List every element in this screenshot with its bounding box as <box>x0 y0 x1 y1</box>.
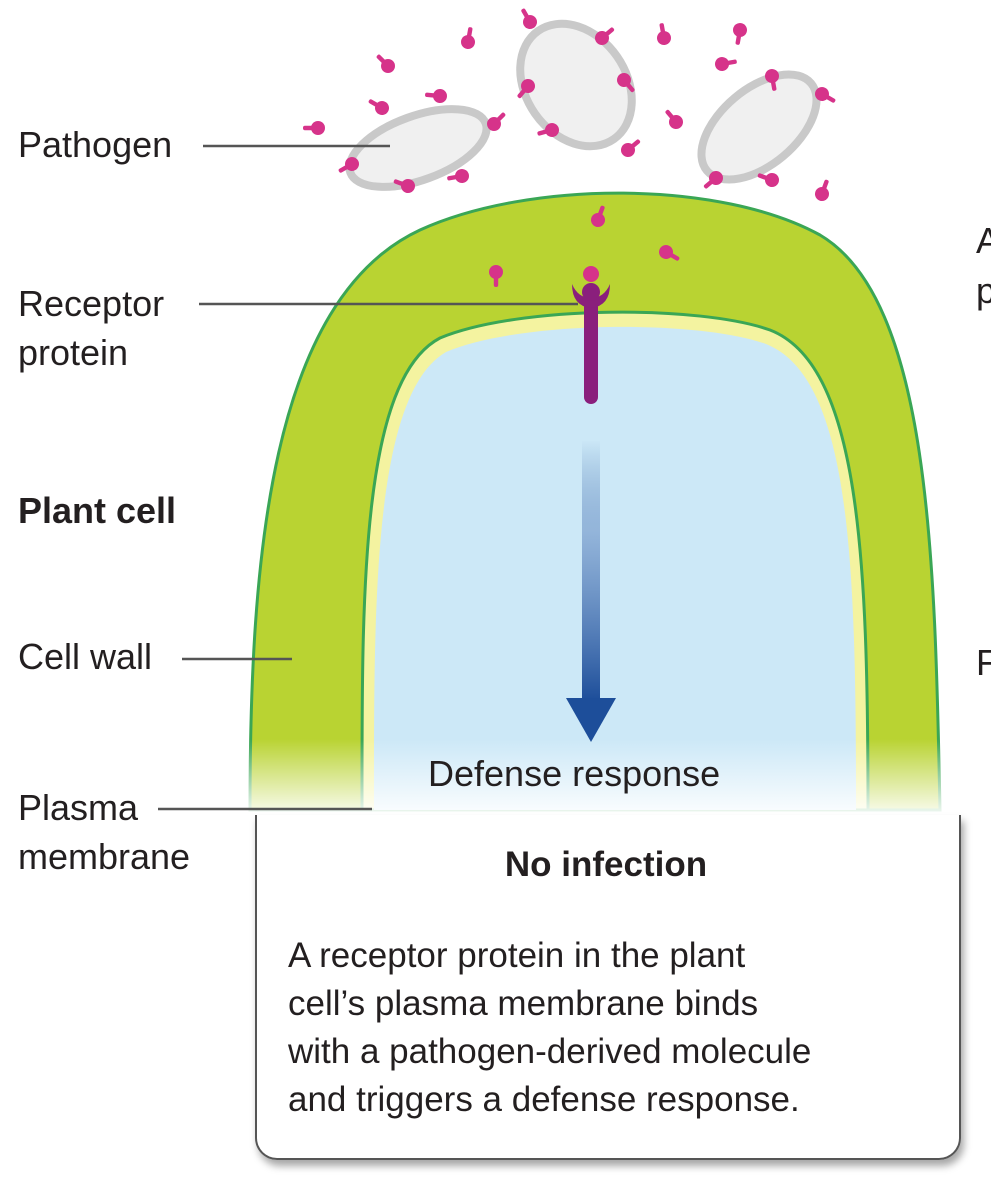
pathogen-molecule <box>376 54 395 73</box>
pathogen-molecule <box>703 171 723 189</box>
pathogen-molecule <box>537 123 559 137</box>
pathogen-molecule <box>489 265 503 287</box>
plant-cell-label: Plant cell <box>18 490 177 531</box>
pathogen-molecules <box>303 8 836 287</box>
pathogen-molecule <box>757 173 779 187</box>
clipped-text-3: F <box>976 642 991 683</box>
clipped-text-2: p <box>976 270 991 311</box>
pathogen-molecule <box>657 23 671 45</box>
pathogen-label: Pathogen <box>18 124 173 165</box>
caption-text: A receptor protein in the plant cell’s p… <box>288 932 948 1124</box>
pathogen-cell-2 <box>516 19 636 151</box>
pathogen-molecule <box>815 179 829 201</box>
caption-line-3: with a pathogen-derived molecule <box>288 1032 812 1071</box>
receptor-protein <box>572 266 610 404</box>
pathogen-molecule <box>521 8 537 29</box>
defense-response-label: Defense response <box>428 753 721 794</box>
pathogen-molecule <box>425 89 447 103</box>
pathogen-molecule <box>461 27 475 49</box>
pathogen-molecule <box>621 139 641 157</box>
pathogen-molecule <box>765 69 779 91</box>
pathogen-molecule <box>368 99 389 115</box>
cell-wall-label: Cell wall <box>18 636 153 677</box>
pathogen-molecule <box>595 27 615 45</box>
pathogen-molecule <box>591 205 605 227</box>
caption-line-1: A receptor protein in the plant <box>288 936 746 975</box>
receptor-label-line1: Receptor <box>18 283 165 324</box>
caption-line-2: cell’s plasma membrane binds <box>288 984 759 1023</box>
caption-line-4: and triggers a defense response. <box>288 1080 800 1119</box>
pathogen-molecule <box>665 109 683 129</box>
pathogen-molecule <box>815 87 836 103</box>
pathogen-molecule <box>487 112 506 131</box>
pathogen-cell-1 <box>345 105 491 191</box>
pathogen-molecule <box>659 245 680 261</box>
leader-lines <box>158 144 578 811</box>
caption-box <box>255 815 961 1160</box>
pathogen-molecule <box>303 121 325 135</box>
caption-title: No infection <box>504 845 708 884</box>
plasma-membrane-label-line1: Plasma <box>18 787 139 828</box>
pathogen-molecule <box>517 79 535 99</box>
pathogen-molecule <box>393 179 415 193</box>
pathogen-cell-3 <box>697 70 821 184</box>
pathogen-molecule <box>447 169 469 183</box>
pathogen-molecule <box>715 57 737 71</box>
pathogen-molecule <box>733 23 747 45</box>
defense-arrow <box>566 440 616 742</box>
receptor-label-line2: protein <box>18 332 129 373</box>
plasma-membrane-label-line2: membrane <box>18 836 191 877</box>
pathogen-molecule <box>617 73 635 93</box>
pathogen-group <box>345 19 821 191</box>
pathogen-molecule <box>338 157 359 173</box>
clipped-text-1: A <box>976 220 991 261</box>
